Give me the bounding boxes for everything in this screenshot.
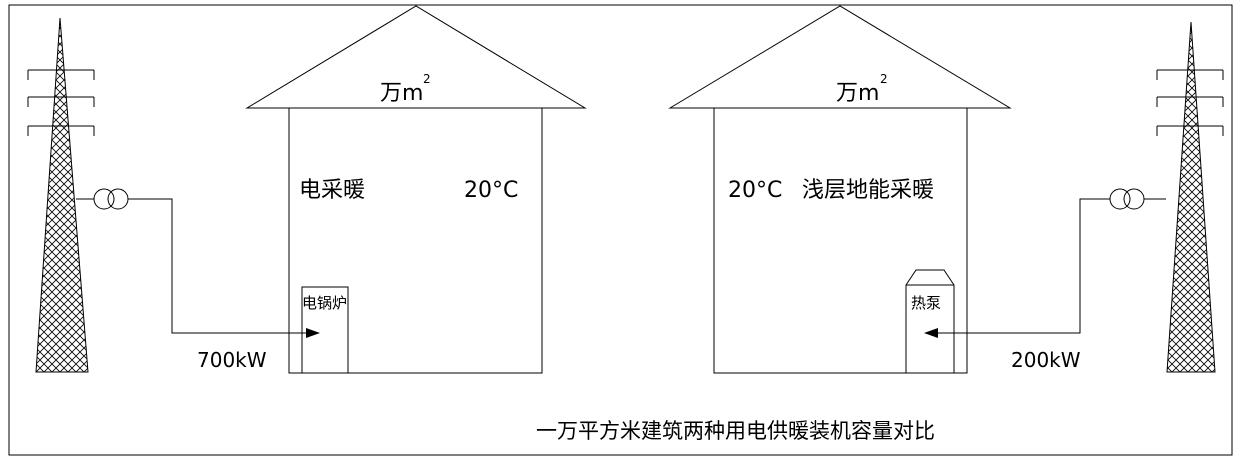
electric-boiler-box <box>301 286 349 374</box>
right-device-label: 热泵 <box>911 294 941 312</box>
left-power-line <box>128 198 318 334</box>
left-temperature: 20°C <box>464 178 518 203</box>
right-power-line <box>926 198 1110 334</box>
left-area-label: 万m <box>380 81 423 106</box>
drawing-frame <box>8 4 1233 456</box>
left-area-superscript: 2 <box>423 72 431 86</box>
left-transmission-tower <box>27 17 95 373</box>
left-power-label: 700kW <box>197 348 267 372</box>
diagram-caption: 一万平方米建筑两种用电供暖装机容量对比 <box>536 419 935 443</box>
right-house <box>668 5 1012 374</box>
right-heating-type: 浅层地能采暖 <box>802 178 934 203</box>
right-transmission-tower <box>1156 21 1224 373</box>
right-area-superscript: 2 <box>880 72 888 86</box>
right-power-label: 200kW <box>1011 348 1081 372</box>
heat-pump-unit <box>905 269 955 373</box>
left-house <box>245 5 587 374</box>
left-arrow-icon <box>306 328 320 338</box>
right-area-label: 万m <box>836 81 879 106</box>
right-arrow-icon <box>924 328 938 338</box>
right-temperature: 20°C <box>728 178 782 203</box>
left-heating-type: 电采暖 <box>299 178 365 203</box>
left-transformer-icon <box>76 188 129 210</box>
right-transformer-icon <box>1109 188 1166 210</box>
left-device-label: 电锅炉 <box>302 294 347 312</box>
